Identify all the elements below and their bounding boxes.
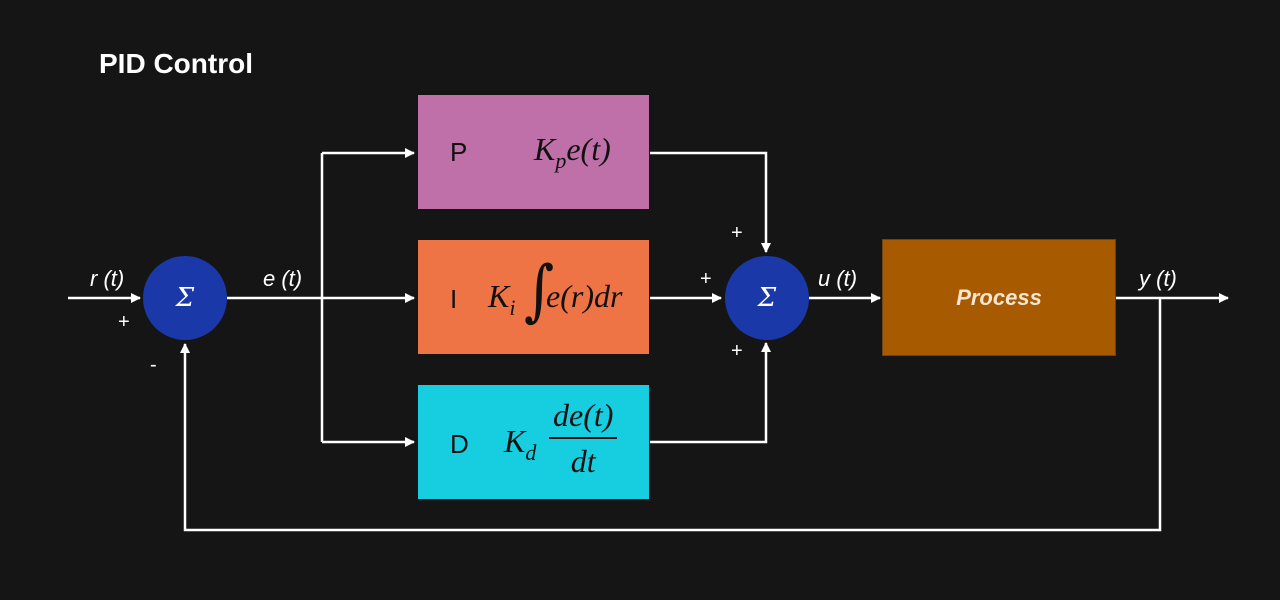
derivative-numerator: de(t) bbox=[549, 395, 618, 439]
i-gain: K bbox=[488, 278, 510, 314]
i-block-gain: Ki bbox=[488, 278, 515, 321]
integral-symbol: ∫ bbox=[524, 250, 555, 330]
sum2-left-plus-sign: + bbox=[700, 268, 712, 290]
p-gain: K bbox=[534, 131, 556, 167]
d-block-letter: D bbox=[450, 429, 469, 459]
d-block: D Kd de(t) dt bbox=[418, 385, 649, 499]
sigma-symbol: Σ bbox=[175, 283, 195, 313]
p-block-formula: Kpe(t) bbox=[534, 131, 611, 174]
diagram-title: PID Control bbox=[99, 48, 253, 79]
i-gain-subscript: i bbox=[509, 295, 516, 320]
sum2-bottom-plus-sign: + bbox=[731, 340, 743, 362]
p-block: P Kpe(t) bbox=[418, 95, 649, 209]
signal-e-label: e (t) bbox=[263, 266, 303, 291]
d-block-gain: Kd bbox=[504, 423, 536, 466]
d-gain: K bbox=[504, 423, 526, 459]
sum2-top-plus-sign: + bbox=[731, 222, 743, 244]
process-label: Process bbox=[956, 284, 1042, 310]
signal-y-label: y (t) bbox=[1139, 266, 1177, 291]
sum1-minus-sign: - bbox=[150, 354, 157, 376]
p-gain-subscript: p bbox=[555, 148, 567, 173]
signal-u-label: u (t) bbox=[818, 266, 858, 291]
signal-r-label: r (t) bbox=[90, 266, 125, 291]
feedback-wire bbox=[180, 298, 1162, 532]
derivative-fraction: de(t) dt bbox=[549, 395, 618, 481]
sum1-plus-sign: + bbox=[118, 311, 130, 333]
i-expression: e(r)dr bbox=[546, 278, 623, 314]
i-block-letter: I bbox=[450, 284, 458, 314]
summing-junction-1: Σ bbox=[143, 256, 227, 340]
derivative-denominator: dt bbox=[570, 443, 596, 479]
p-expression: e(t) bbox=[566, 131, 611, 167]
p-output-wire bbox=[650, 151, 771, 253]
p-block-letter: P bbox=[450, 137, 468, 167]
i-block: I Ki ∫ e(r)dr bbox=[418, 240, 649, 354]
process-block: Process bbox=[882, 239, 1116, 356]
d-output-wire bbox=[650, 342, 771, 444]
sigma-symbol: Σ bbox=[757, 283, 777, 313]
d-gain-subscript: d bbox=[525, 440, 537, 465]
summing-junction-2: Σ bbox=[725, 256, 809, 340]
